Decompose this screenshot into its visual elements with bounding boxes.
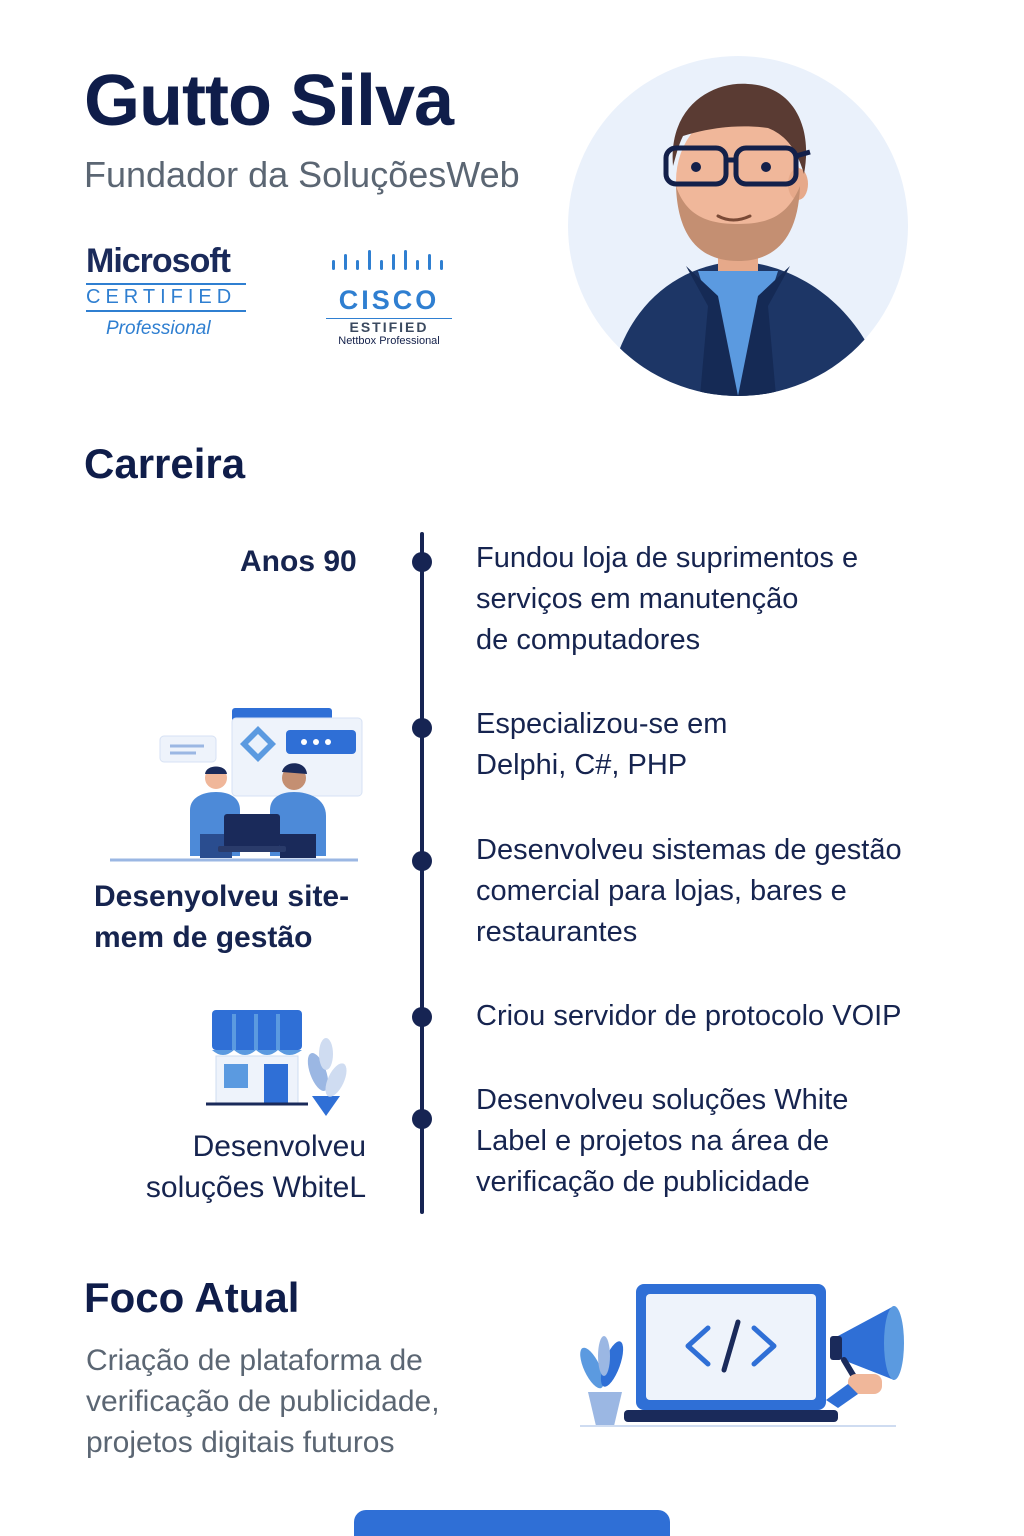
cisco-logo-word: CISCO (338, 285, 440, 315)
timeline-item-text: Fundou loja de suprimentos e serviços em… (476, 542, 859, 656)
person-name: Gutto Silva (84, 61, 454, 141)
team-laptop-illustration (108, 706, 368, 864)
person-subtitle: Fundador da SoluçõesWeb (84, 154, 520, 195)
cta-button[interactable] (354, 1510, 670, 1536)
focus-section-title: Foco Atual (84, 1274, 300, 1321)
career-section-title: Carreira (84, 440, 246, 487)
timeline-dot (412, 851, 432, 871)
timeline-item-text: Desenvolveu sistemas de gestão comercial… (476, 834, 902, 948)
timeline-item-text: Criou servidor de protocolo VOIP (476, 1000, 902, 1032)
timeline-side-label: Desenyolveu site- mem de gestão (94, 880, 350, 954)
microsoft-certified-logo: Microsoft CERTIFIED Professional (86, 242, 256, 340)
megaphone-icon (838, 1306, 894, 1380)
microsoft-level-text: Professional (106, 318, 211, 339)
laptop-code-illustration (576, 1280, 926, 1430)
focus-description: Criação de plataforma de verificação de … (86, 1344, 440, 1459)
timeline-dot (412, 1109, 432, 1129)
storefront-illustration (202, 1006, 360, 1122)
timeline-period-label: Anos 90 (240, 545, 357, 578)
timeline-line (420, 532, 424, 1214)
avatar-illustration (608, 83, 888, 396)
cisco-level-text: Nettbox Professional (338, 335, 440, 347)
timeline-item-text: Especializou-se em Delphi, C#, PHP (476, 708, 728, 781)
avatar (568, 56, 908, 396)
cisco-bars-icon (332, 250, 443, 270)
microsoft-certified-text: CERTIFIED (86, 283, 246, 312)
cisco-certified-text: ESTIFIED (326, 318, 452, 335)
cisco-certified-logo: CISCO ESTIFIED Nettbox Professional (326, 248, 452, 347)
timeline-side-label: Desenvolveu soluções WbiteL (145, 1130, 366, 1204)
timeline-dot (412, 1007, 432, 1027)
microsoft-logo-word: Microsoft (86, 242, 231, 280)
timeline-item-text: Desenvolveu soluções White Label e proje… (476, 1084, 849, 1198)
timeline-dot (412, 552, 432, 572)
timeline-dot (412, 718, 432, 738)
